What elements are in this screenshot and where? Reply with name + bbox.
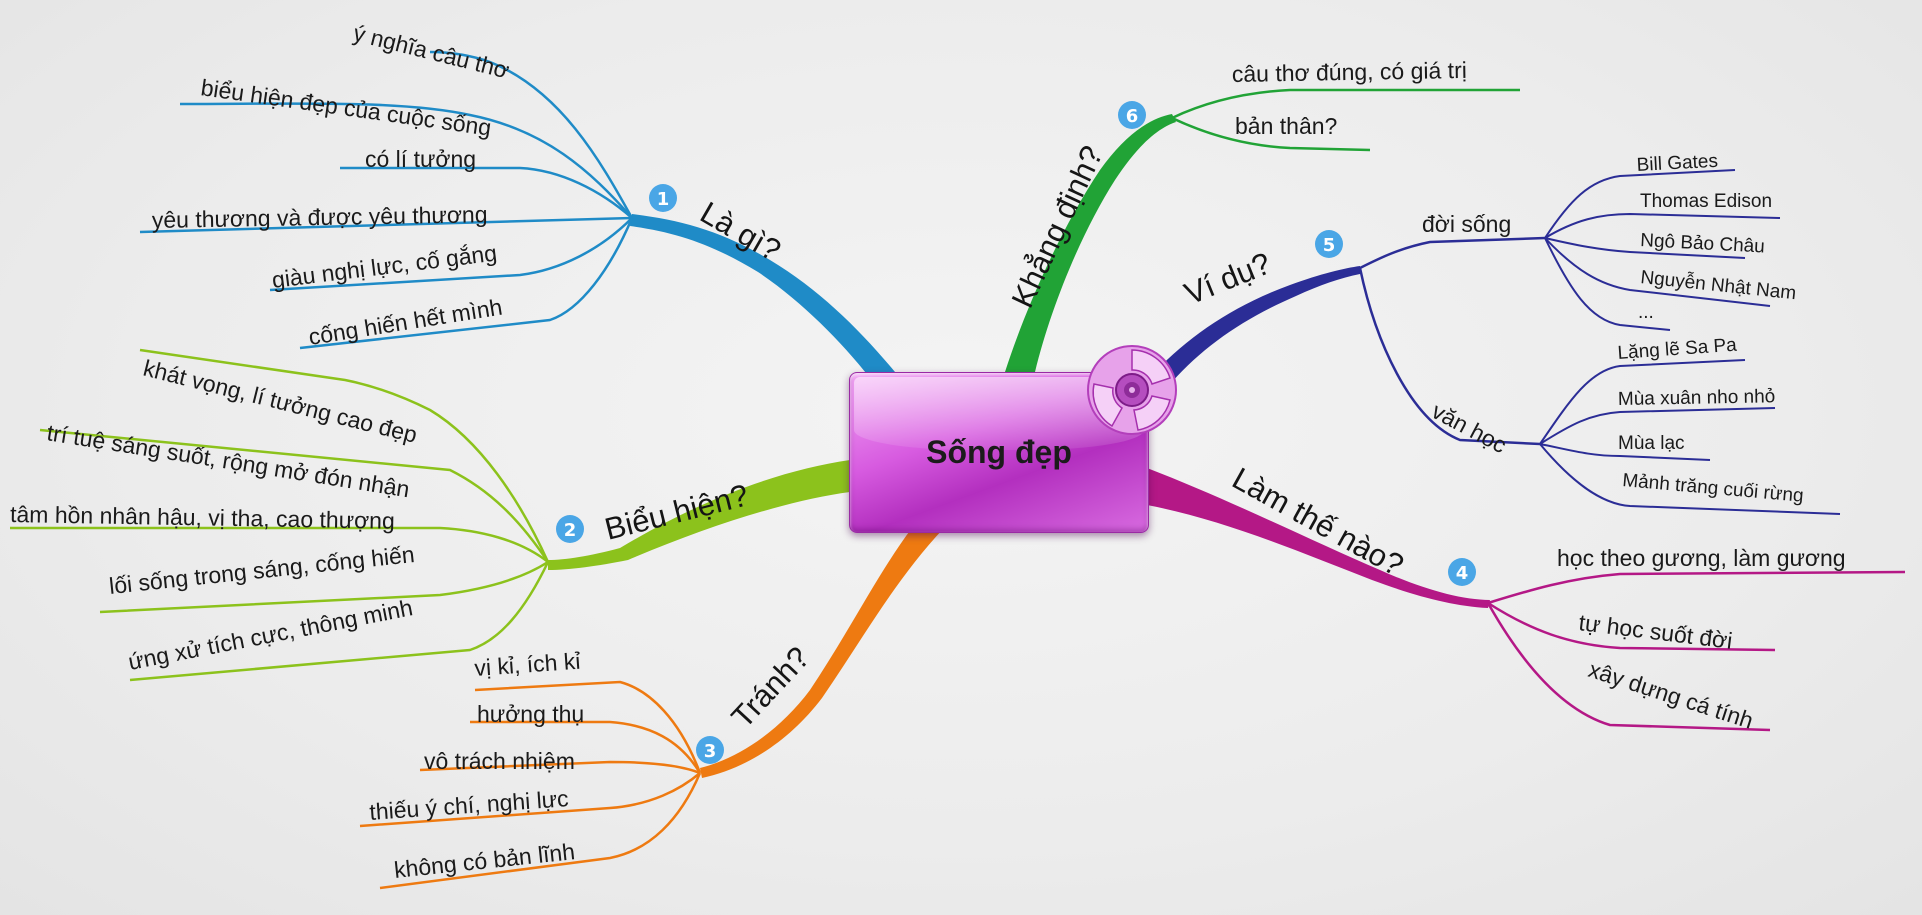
branch-4-number-badge: [1448, 558, 1476, 586]
branch-4-leaf-lines: [1486, 570, 1906, 732]
branch-6-leaf: bản thân?: [1235, 113, 1337, 139]
branch-5-leaf: ...: [1638, 302, 1654, 323]
branch-5-leaf: Lặng lẽ Sa Pa: [1617, 335, 1738, 364]
branch-1-leaf: giàu nghị lực, cố gắng: [270, 240, 498, 293]
branch-6-trunk: [1005, 114, 1176, 372]
branch-5-trunk: [1155, 266, 1360, 382]
branch-1-leaf-lines: [139, 50, 634, 350]
branch-4-leaf: học theo gương, làm gương: [1557, 545, 1846, 571]
branch-1-number: 1: [657, 189, 670, 210]
branch-1-trunk: [630, 214, 895, 378]
branch-3-number-badge: [696, 736, 724, 764]
branch-5-leaf: Mùa xuân nho nhỏ: [1618, 386, 1776, 410]
branch-3-number: 3: [704, 741, 717, 762]
branch-3-leaf: vị kỉ, ích kỉ: [474, 648, 582, 681]
branch-5: 5 Ví dụ? đời sống văn học Bill Gates Tho…: [1155, 151, 1841, 515]
branch-6-leaf: câu thơ đúng, có giá trị: [1232, 57, 1467, 87]
branch-3-leaf-lines: [359, 680, 702, 890]
branch-1-number-badge: [649, 184, 677, 212]
branch-3: 3 Tránh? vị kỉ, ích kỉ hưởng thụ vô trác…: [359, 528, 944, 890]
branch-2-trunk: [548, 460, 850, 570]
branch-1-leaf: yêu thương và được yêu thương: [152, 201, 488, 233]
branch-2-number: 2: [564, 520, 577, 541]
branch-2-leaf: khát vọng, lí tưởng cao đẹp: [141, 355, 420, 448]
branch-5-leaf: Bill Gates: [1636, 151, 1718, 176]
branch-3-trunk: [700, 528, 944, 778]
branch-5-leaf: Mùa lạc: [1618, 433, 1685, 454]
branch-1-leaf: ý nghĩa câu thơ: [351, 20, 512, 84]
branch-4-leaf: xây dựng cá tính: [1585, 656, 1756, 734]
branch-6-number-badge: [1118, 101, 1146, 129]
branch-5-number: 5: [1323, 235, 1336, 256]
central-topic-title: Sống đẹp: [926, 434, 1072, 470]
branch-2-leaf-lines: [10, 348, 550, 682]
branch-5-number-badge: [1315, 230, 1343, 258]
branch-1-leaf: biểu hiện đẹp của cuộc sống: [199, 74, 493, 141]
branch-3-leaf: vô trách nhiệm: [424, 748, 575, 774]
branch-6-number: 6: [1126, 106, 1139, 127]
branch-3-leaf: hưởng thụ: [477, 701, 584, 727]
branch-5-leaf: Mảnh trăng cuối rừng: [1622, 470, 1805, 507]
branch-6-leaf-lines: [1171, 88, 1520, 152]
branch-5-leaf-lines: [1539, 169, 1841, 515]
branch-5-leaf: Nguyễn Nhật Nam: [1639, 266, 1797, 304]
branch-3-leaf: không có bản lĩnh: [393, 838, 576, 883]
branch-5-group-lines: [1358, 236, 1546, 446]
branch-1-leaf: có lí tưởng: [365, 146, 476, 172]
branch-2-number-badge: [556, 515, 584, 543]
branch-2-leaf: lối sống trong sáng, cống hiến: [108, 541, 416, 599]
branch-2-leaf: ứng xử tích cực, thông minh: [126, 594, 415, 675]
branch-4-trunk: [1147, 468, 1490, 608]
branch-1: 1 Là gì? ý nghĩa câu thơ biểu hiện đẹp c…: [139, 20, 895, 378]
branch-5-leaf: Thomas Edison: [1640, 191, 1772, 212]
branch-5-group-title: đời sống: [1422, 211, 1511, 237]
branch-4-number: 4: [1456, 563, 1469, 584]
central-emblem-icon: [1087, 345, 1177, 435]
branch-2: 2 Biểu hiện? khát vọng, lí tưởng cao đẹp…: [10, 348, 850, 682]
branch-1-leaf: cống hiến hết mình: [307, 294, 504, 350]
